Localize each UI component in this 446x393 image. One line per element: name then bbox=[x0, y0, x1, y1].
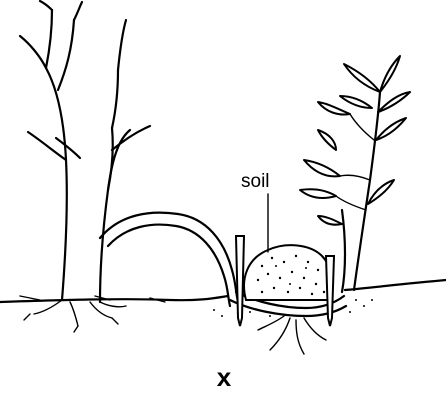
new-roots bbox=[258, 316, 326, 354]
soil-label: soil bbox=[241, 171, 270, 192]
stake-left bbox=[236, 236, 244, 326]
leaf-mid-right bbox=[376, 118, 406, 140]
leaf-left-2 bbox=[300, 189, 336, 198]
parent-tree bbox=[20, 1, 150, 332]
figure-label: x bbox=[217, 362, 232, 392]
stake-right bbox=[326, 256, 334, 326]
soil-annotation: soil bbox=[241, 171, 270, 252]
leaf-left-1 bbox=[304, 160, 340, 176]
leaf-left-3 bbox=[318, 130, 336, 150]
leaf-top-right bbox=[380, 56, 400, 92]
leaf-small-left bbox=[318, 216, 342, 225]
leaf-upper-right bbox=[378, 92, 410, 112]
leaf-upper-left bbox=[340, 96, 372, 108]
ground bbox=[0, 280, 446, 302]
leaf-mid-left bbox=[318, 102, 350, 115]
leaf-right-low bbox=[368, 180, 394, 204]
leaf-top bbox=[344, 64, 380, 92]
